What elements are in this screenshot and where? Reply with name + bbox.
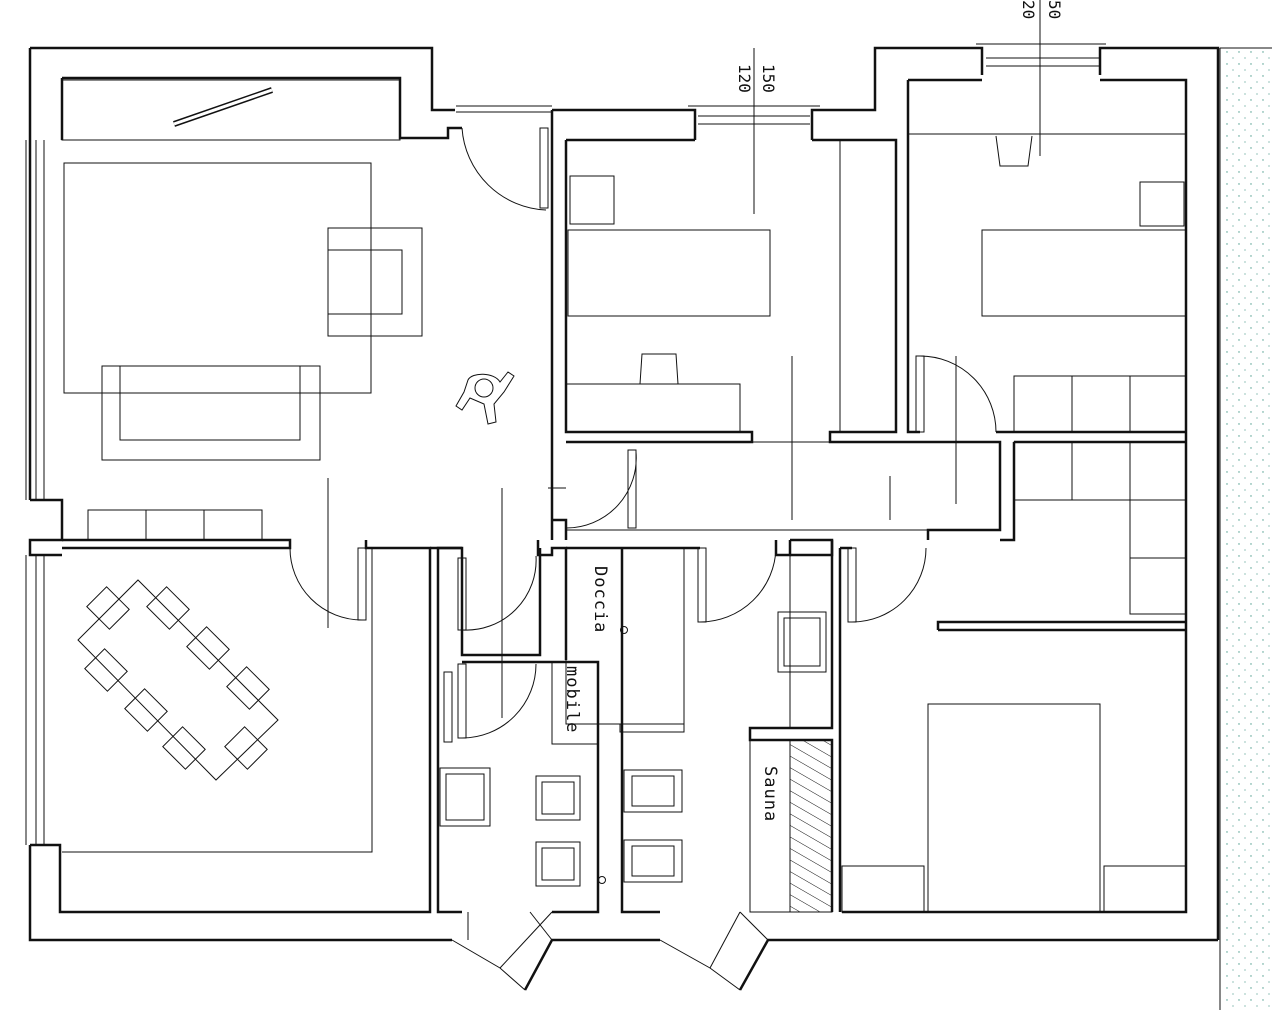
desk <box>565 383 741 433</box>
rug <box>63 162 372 394</box>
dim-window1-height: 150 <box>759 64 778 93</box>
bed-single <box>567 229 771 317</box>
dim-window2-sill: 20 <box>1019 0 1038 20</box>
living-furniture <box>63 162 423 541</box>
wardrobe <box>1013 375 1187 433</box>
master-bedroom-furniture <box>841 441 1187 913</box>
bidet <box>623 839 683 883</box>
dim-window1-sill: 120 <box>735 64 754 93</box>
bed-single-2 <box>981 229 1187 317</box>
label-cabinet: mobile <box>562 666 582 734</box>
exterior-terrain <box>1219 47 1272 1010</box>
dimension-lines <box>327 0 1041 718</box>
toilet-a <box>623 769 683 813</box>
shower <box>565 547 685 725</box>
top-windows <box>61 43 1106 141</box>
washing-machine <box>439 767 491 827</box>
dining-chairs <box>84 586 270 770</box>
toilet-b <box>535 775 581 821</box>
sofa <box>101 365 321 461</box>
corridor <box>566 441 1000 531</box>
sink-b <box>535 841 581 887</box>
left-windows <box>25 140 45 845</box>
sauna-bench <box>789 739 833 913</box>
nightstand-right <box>1103 865 1187 913</box>
dining-table <box>77 579 279 781</box>
tv-cabinet <box>87 509 263 541</box>
doors <box>289 127 997 991</box>
armchair <box>327 227 423 337</box>
washbasin <box>777 611 827 673</box>
bedroom2-furniture <box>908 133 1187 433</box>
bedroom1-furniture <box>565 140 841 433</box>
dim-window2-height: 50 <box>1045 0 1064 20</box>
double-bed <box>927 703 1101 913</box>
nightstand-left <box>841 865 925 913</box>
bathroom-fixtures <box>565 547 833 913</box>
cabinet <box>551 661 599 745</box>
person-figure <box>455 371 515 425</box>
label-sauna: Sauna <box>760 766 780 823</box>
laundry-fixtures <box>439 661 606 940</box>
label-shower: Doccia <box>590 566 610 634</box>
